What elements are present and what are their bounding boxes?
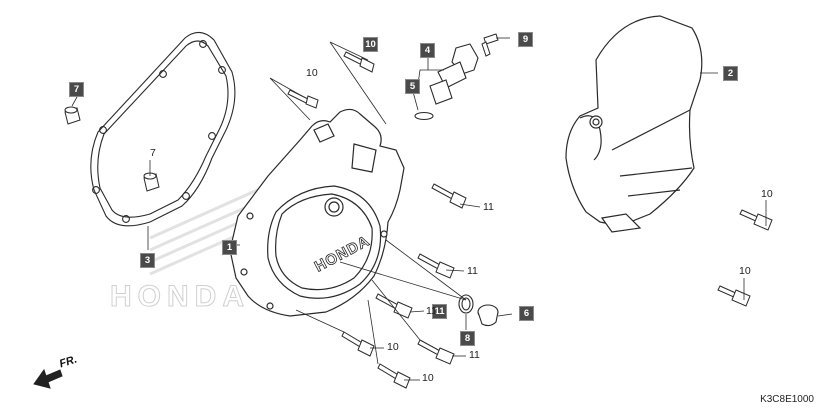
callout-part-8: 8 bbox=[460, 331, 475, 346]
speed-sensor bbox=[414, 43, 479, 121]
cover-gasket bbox=[90, 31, 236, 227]
callout-part-6: 6 bbox=[519, 306, 534, 321]
sprocket-cover bbox=[565, 15, 703, 233]
dowel-pins bbox=[64, 106, 160, 192]
callout-part-11-c: 11 bbox=[426, 305, 437, 317]
leader-lines bbox=[71, 37, 767, 381]
callout-part-11-d: 11 bbox=[469, 349, 480, 361]
callout-part-5: 5 bbox=[405, 79, 420, 94]
callout-part-10-right-b: 10 bbox=[739, 265, 751, 277]
diagram-code: K3C8E1000 bbox=[760, 394, 814, 405]
left-crankcase-cover: HONDA bbox=[229, 108, 405, 317]
callout-part-7: 7 bbox=[150, 147, 156, 159]
callout-part-9: 9 bbox=[518, 32, 533, 47]
callout-part-3: 3 bbox=[140, 253, 155, 268]
callout-part-4: 4 bbox=[420, 43, 435, 58]
callout-part-10-boxed: 10 bbox=[363, 37, 378, 52]
bolts bbox=[287, 33, 773, 389]
callout-part-10-right-a: 10 bbox=[761, 188, 773, 200]
callout-part-11-a: 11 bbox=[483, 201, 494, 213]
callout-part-7-boxed: 7 bbox=[69, 82, 84, 97]
callout-part-10-lower-a: 10 bbox=[387, 341, 399, 353]
callout-part-10-lower-b: 10 bbox=[422, 372, 434, 384]
svg-text:HONDA: HONDA bbox=[110, 280, 250, 313]
front-direction-arrow bbox=[33, 368, 63, 389]
callout-part-11-b: 11 bbox=[467, 265, 478, 277]
callout-part-10-upper: 10 bbox=[306, 67, 318, 79]
callout-part-1: 1 bbox=[222, 240, 237, 255]
callout-part-11-boxed: 11 bbox=[432, 304, 447, 319]
timing-plug bbox=[458, 294, 499, 327]
callout-part-2: 2 bbox=[723, 66, 738, 81]
